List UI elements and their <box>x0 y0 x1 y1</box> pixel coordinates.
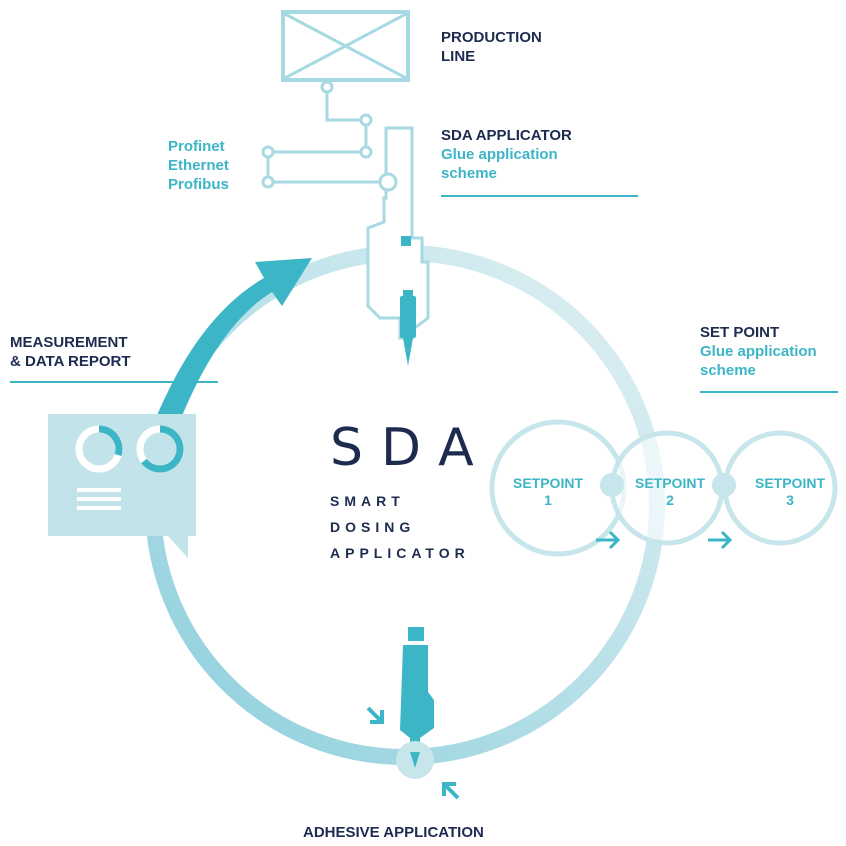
sda-applicator-icon <box>366 126 430 366</box>
sda-applicator-sub2: scheme <box>441 165 497 182</box>
production-line-text-1: PRODUCTION <box>441 29 542 46</box>
production-line-icon <box>281 10 410 82</box>
setpoint-1: SETPOINT 1 <box>500 475 596 509</box>
production-line-text-2: LINE <box>441 48 476 65</box>
set-point-sub1: Glue application <box>700 343 817 360</box>
protocol-profinet: Profinet <box>168 138 225 155</box>
sda-applicator-sub1: Glue application <box>441 146 558 163</box>
flow-arrow <box>155 258 312 428</box>
setpoint-1-label: SETPOINT <box>512 475 583 491</box>
production-line-label: PRODUCTION LINE <box>441 28 542 66</box>
setpoint-2: SETPOINT 2 <box>622 475 718 509</box>
network-connections <box>261 80 386 189</box>
sda-subtitle-3: APPLICATOR <box>330 545 470 561</box>
setpoint-3-label: SETPOINT <box>754 475 825 491</box>
sda-subtitle-1: SMART <box>330 493 405 509</box>
measurement-report-icon <box>48 414 196 558</box>
protocol-ethernet: Ethernet <box>168 157 229 174</box>
adhesive-application-label: ADHESIVE APPLICATION <box>303 824 484 841</box>
protocols-label: Profinet Ethernet Profibus <box>168 137 229 194</box>
measurement-text-1: MEASUREMENT <box>10 334 128 351</box>
measurement-text-2: & DATA REPORT <box>10 353 131 370</box>
measurement-label: MEASUREMENT & DATA REPORT <box>10 333 131 371</box>
adhesive-dispenser-icon <box>366 627 460 800</box>
set-point-label: SET POINT Glue application scheme <box>700 323 817 380</box>
setpoint-2-label: SETPOINT <box>634 475 705 491</box>
set-point-title: SET POINT <box>700 324 780 341</box>
sda-applicator-label: SDA APPLICATOR Glue application scheme <box>441 126 572 183</box>
setpoint-chain <box>489 419 838 557</box>
sda-applicator-title: SDA APPLICATOR <box>441 127 572 144</box>
protocol-profibus: Profibus <box>168 176 229 193</box>
setpoint-1-number: 1 <box>544 492 552 508</box>
sda-title: SDA <box>330 418 492 478</box>
setpoint-3: SETPOINT 3 <box>742 475 838 509</box>
set-point-sub2: scheme <box>700 362 756 379</box>
sda-subtitle-2: DOSING <box>330 519 416 535</box>
setpoint-2-number: 2 <box>666 492 674 508</box>
setpoint-3-number: 3 <box>786 492 794 508</box>
